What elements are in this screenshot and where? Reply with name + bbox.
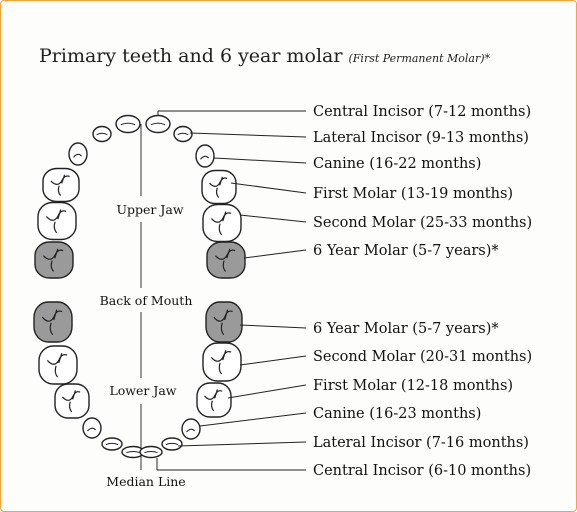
teeth-group <box>34 116 245 458</box>
tooth-upper-right-0 <box>146 116 170 133</box>
tooth-lower-right-2 <box>197 383 231 417</box>
upper-leader-2 <box>214 158 306 163</box>
tooth-lower-left-1 <box>39 346 77 384</box>
tooth-lower-left-0 <box>34 302 72 342</box>
upper-label-5: 6 Year Molar (5-7 years)* <box>313 243 499 259</box>
upper-leader-3 <box>231 183 306 193</box>
tooth-upper-left-4 <box>38 203 76 240</box>
lower-label-3: Canine (16-23 months) <box>313 406 481 422</box>
tooth-lower-right-3 <box>182 419 200 439</box>
median-line-label: Median Line <box>106 474 185 489</box>
tooth-upper-right-2 <box>196 145 214 167</box>
tooth-upper-left-5 <box>35 242 73 278</box>
upper-leader-1 <box>190 133 306 137</box>
lower-leader-4 <box>178 442 306 446</box>
tooth-lower-right-1 <box>203 343 241 381</box>
back-of-mouth-label: Back of Mouth <box>100 293 193 308</box>
tooth-lower-right-5 <box>140 447 162 458</box>
lower-label-4: Lateral Incisor (7-16 months) <box>313 435 529 451</box>
leader-lines <box>157 111 306 470</box>
lower-leader-1 <box>240 356 306 365</box>
tooth-lower-right-4 <box>162 438 182 450</box>
upper-label-0: Central Incisor (7-12 months) <box>313 104 531 120</box>
tooth-lower-left-4 <box>102 438 122 450</box>
tooth-upper-left-2 <box>69 143 87 165</box>
tooth-labels: Central Incisor (7-12 months) Lateral Inc… <box>313 104 532 479</box>
upper-label-1: Lateral Incisor (9-13 months) <box>313 130 529 146</box>
lower-jaw-label: Lower Jaw <box>109 383 176 398</box>
tooth-lower-left-3 <box>83 418 101 438</box>
upper-label-3: First Molar (13-19 months) <box>313 186 513 202</box>
tooth-upper-left-1 <box>93 127 111 142</box>
tooth-lower-left-2 <box>55 384 89 418</box>
upper-jaw-label: Upper Jaw <box>116 202 183 217</box>
upper-label-2: Canine (16-22 months) <box>313 156 481 172</box>
tooth-upper-right-1 <box>174 127 192 142</box>
tooth-upper-right-4 <box>203 205 241 242</box>
upper-label-4: Second Molar (25-33 months) <box>313 215 532 231</box>
tooth-upper-right-3 <box>202 171 236 204</box>
upper-leader-5 <box>244 250 306 258</box>
lower-leader-2 <box>228 385 306 398</box>
tooth-upper-left-0 <box>116 116 140 133</box>
upper-leader-4 <box>240 215 306 222</box>
lower-label-5: Central Incisor (6-10 months) <box>313 463 531 479</box>
tooth-upper-left-3 <box>43 169 79 202</box>
tooth-upper-right-5 <box>207 242 245 278</box>
lower-label-2: First Molar (12-18 months) <box>313 378 513 394</box>
lower-leader-0 <box>240 325 306 328</box>
tooth-lower-right-0 <box>206 302 242 342</box>
lower-label-0: 6 Year Molar (5-7 years)* <box>313 321 499 337</box>
lower-label-1: Second Molar (20-31 months) <box>313 349 532 365</box>
